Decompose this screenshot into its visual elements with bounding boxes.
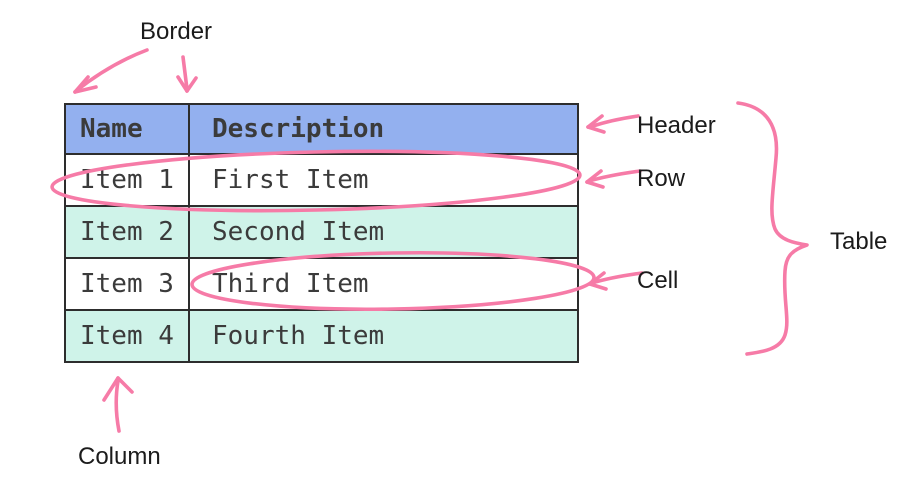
table-row: Item 1 First Item <box>66 153 577 205</box>
table-brace-icon <box>736 101 809 356</box>
table-row: Item 2 Second Item <box>66 205 577 257</box>
column-arrow-icon <box>102 376 134 433</box>
cell-arrow-icon <box>588 271 644 291</box>
table-cell-name: Item 1 <box>80 165 174 195</box>
example-table: Name Description Item 1 First Item Item … <box>64 103 579 363</box>
column-label: Column <box>78 443 161 470</box>
table-cell-name: Item 2 <box>80 217 174 247</box>
header-label: Header <box>637 112 716 139</box>
border-label: Border <box>140 18 213 45</box>
table-cell-description: Third Item <box>188 259 577 309</box>
column-header-name: Name <box>80 114 143 144</box>
row-label: Row <box>637 165 686 192</box>
table-label: Table <box>830 228 888 255</box>
row-arrow-icon <box>585 169 642 189</box>
table-cell-name: Item 3 <box>80 269 174 299</box>
border-short-arrow-icon <box>176 55 198 93</box>
column-header-description: Description <box>188 105 577 153</box>
table-cell-description: Fourth Item <box>188 311 577 361</box>
header-arrow-icon <box>586 114 640 134</box>
table-cell-description: First Item <box>188 155 577 205</box>
table-cell-name: Item 4 <box>80 321 174 351</box>
table-row: Item 4 Fourth Item <box>66 309 577 361</box>
border-long-arrow-icon <box>73 48 149 94</box>
cell-label: Cell <box>637 267 679 294</box>
table-header-row: Name Description <box>66 105 577 153</box>
table-cell-description: Second Item <box>188 207 577 257</box>
table-row: Item 3 Third Item <box>66 257 577 309</box>
